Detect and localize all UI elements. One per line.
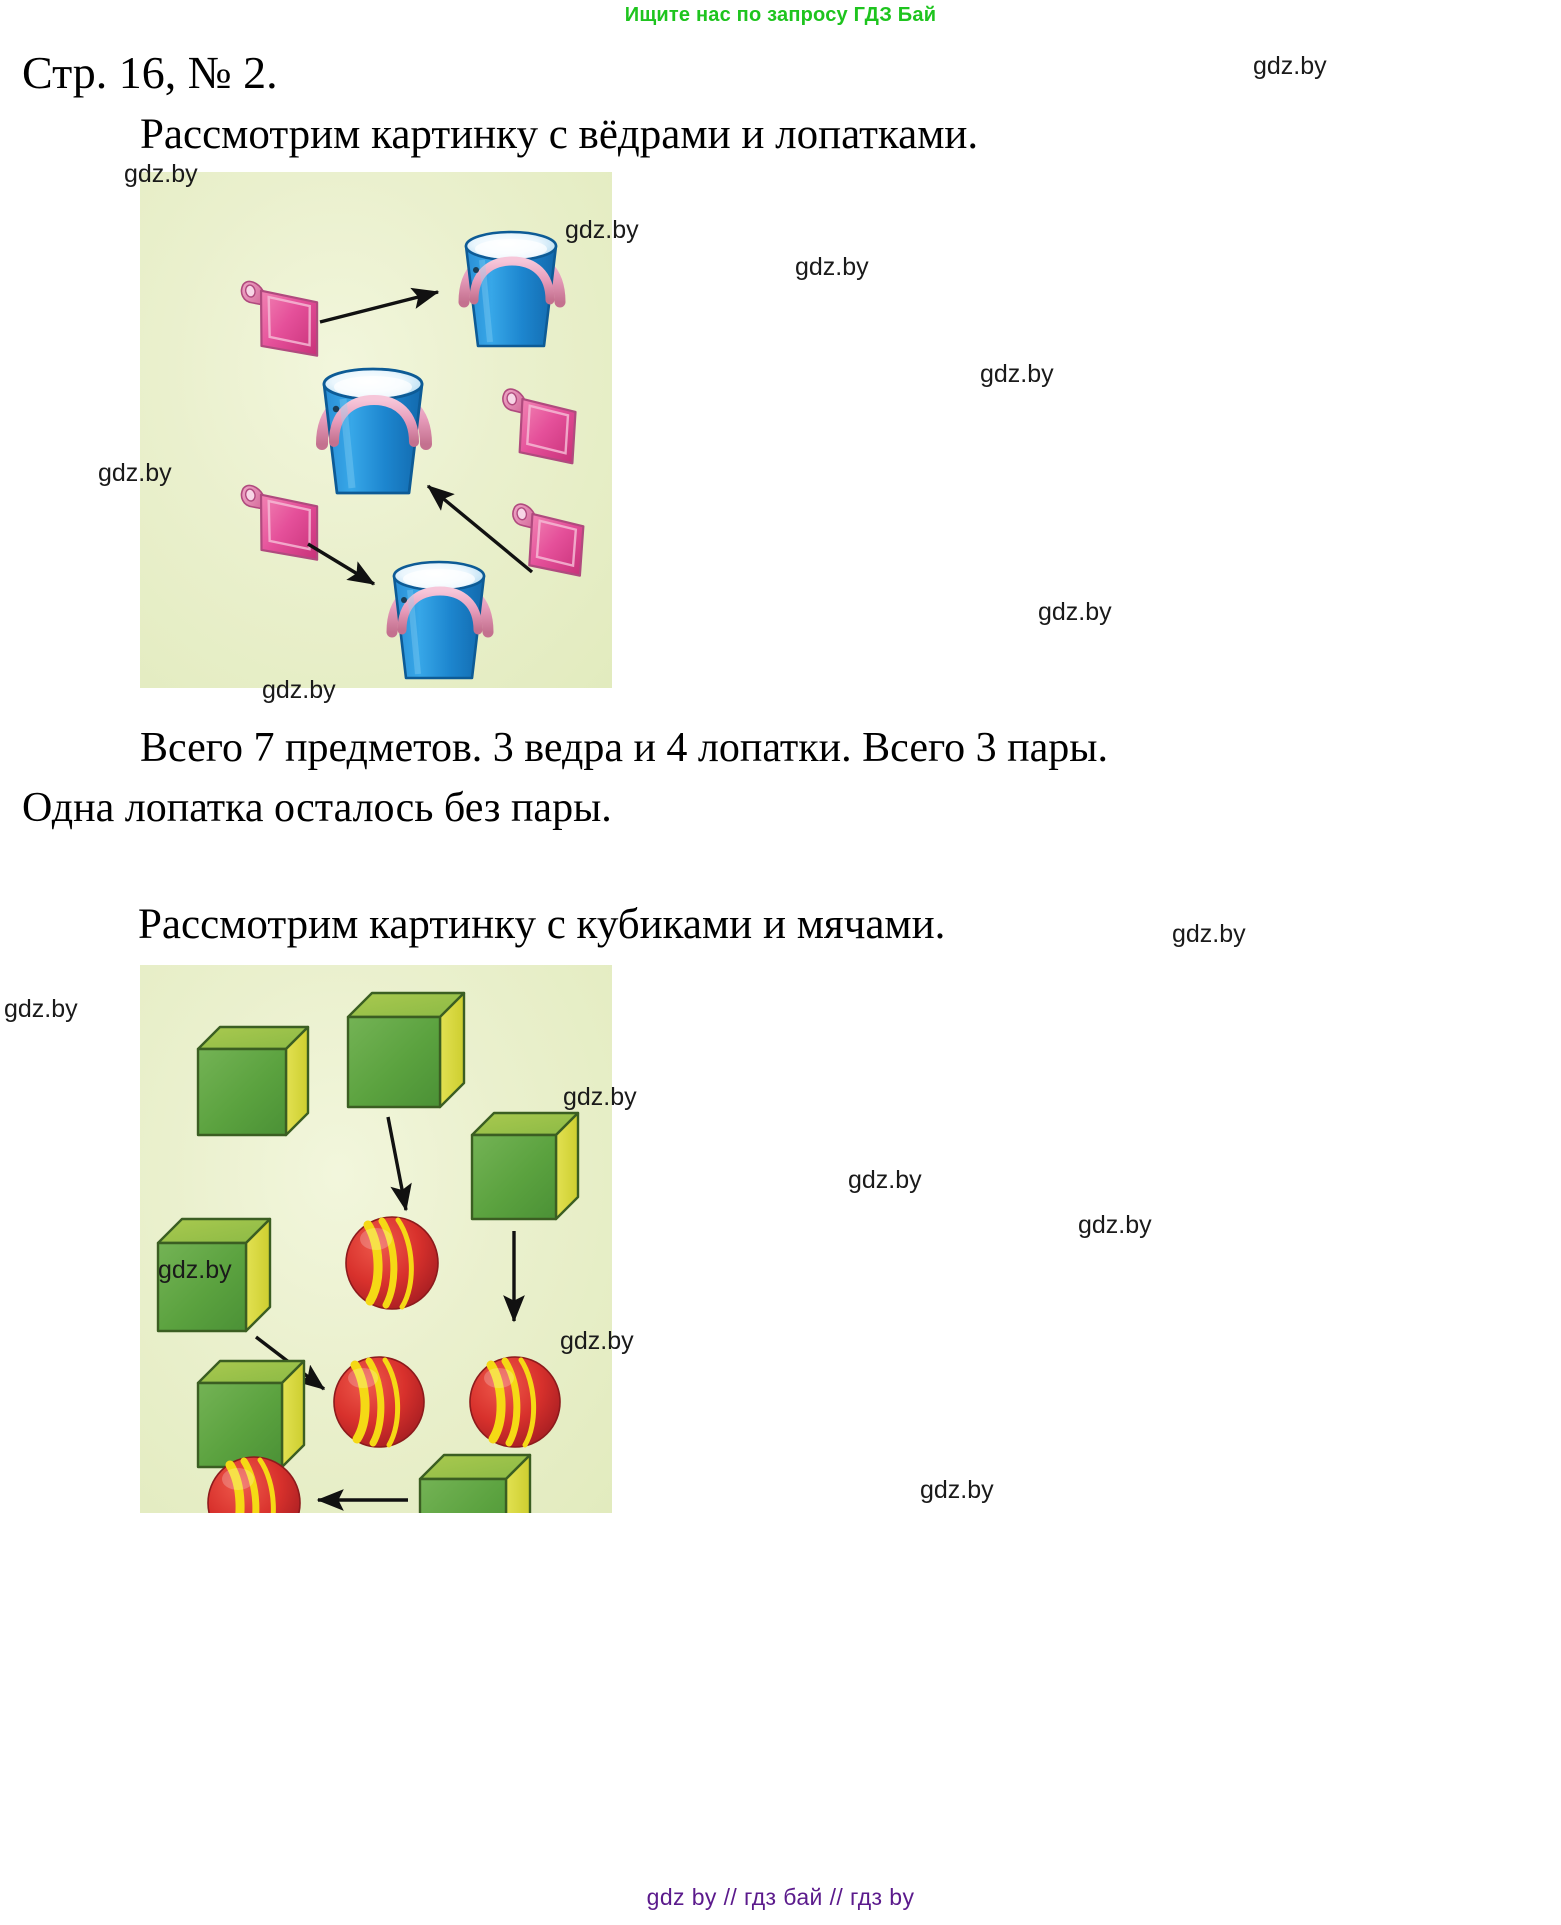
cube-icon xyxy=(156,1217,272,1333)
watermark-gdz: gdz.by xyxy=(563,1083,637,1111)
arrow-icon xyxy=(426,484,534,574)
ball-icon xyxy=(207,1456,301,1513)
watermark-gdz: gdz.by xyxy=(920,1476,994,1504)
spade-icon xyxy=(240,484,319,561)
watermark-gdz: gdz.by xyxy=(565,216,639,244)
task-1-answer: Всего 7 предметов. 3 ведра и 4 лопатки. … xyxy=(22,718,1422,838)
watermark-gdz: gdz.by xyxy=(848,1166,922,1194)
arrow-icon xyxy=(386,1116,412,1212)
watermark-gdz: gdz.by xyxy=(98,459,172,487)
task-2-prompt: Рассмотрим картинку с кубиками и мячами. xyxy=(138,901,946,948)
bucket-icon xyxy=(316,367,432,495)
watermark-gdz: gdz.by xyxy=(560,1327,634,1355)
cube-icon xyxy=(346,991,466,1109)
watermark-gdz: gdz.by xyxy=(158,1256,232,1284)
footer-links: gdz by // гдз бай // гдз by xyxy=(646,1884,915,1910)
ball-icon xyxy=(469,1356,561,1448)
promo-banner: Ищите нас по запросу ГДЗ Бай xyxy=(624,4,937,26)
arrow-icon xyxy=(319,287,440,324)
watermark-gdz: gdz.by xyxy=(4,995,78,1023)
bucket-icon xyxy=(386,560,494,680)
task-1-answer-line-1: Всего 7 предметов. 3 ведра и 4 лопатки. … xyxy=(140,725,1108,771)
spade-icon xyxy=(502,388,577,465)
cube-icon xyxy=(196,1025,310,1137)
watermark-gdz: gdz.by xyxy=(795,253,869,281)
arrow-icon xyxy=(307,542,376,586)
watermark-gdz: gdz.by xyxy=(1253,52,1327,80)
spade-icon xyxy=(240,280,319,357)
bucket-icon xyxy=(458,230,566,348)
watermark-gdz: gdz.by xyxy=(262,676,336,704)
illustration-cubes-and-balls xyxy=(140,965,612,1513)
page-title: Стр. 16, № 2. xyxy=(22,47,278,98)
ball-icon xyxy=(333,1356,425,1448)
watermark-gdz: gdz.by xyxy=(1038,598,1112,626)
watermark-gdz: gdz.by xyxy=(124,160,198,188)
watermark-gdz: gdz.by xyxy=(980,360,1054,388)
watermark-gdz: gdz.by xyxy=(1172,920,1246,948)
cube-icon xyxy=(470,1111,580,1221)
illustration-buckets-and-spades xyxy=(140,172,612,688)
cube-icon xyxy=(196,1359,306,1469)
cube-icon xyxy=(418,1453,532,1513)
watermark-gdz: gdz.by xyxy=(1078,1211,1152,1239)
task-1-prompt: Рассмотрим картинку с вёдрами и лопаткам… xyxy=(140,111,979,158)
spade-icon xyxy=(512,503,585,577)
ball-icon xyxy=(345,1216,439,1310)
task-1-answer-line-2: Одна лопатка осталось без пары. xyxy=(22,785,612,832)
